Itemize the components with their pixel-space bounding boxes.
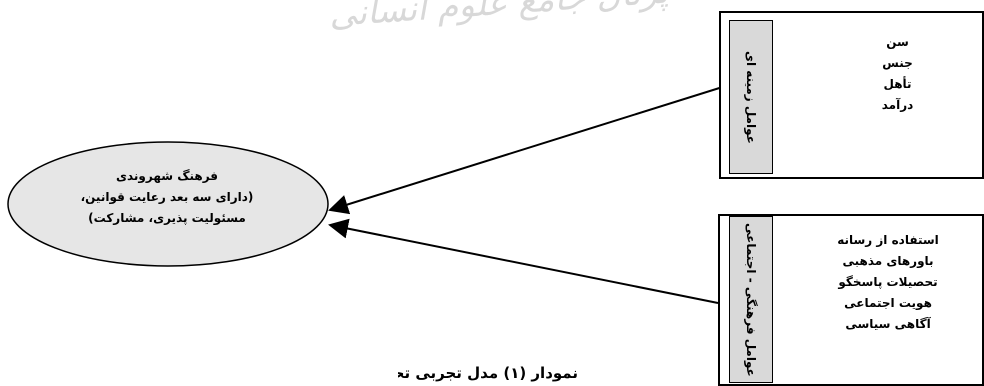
outcome-line-1: فرهنگ شهروندی [115, 169, 219, 183]
outcome-text: فرهنگ شهروندی (دارای سه بعد رعایت قوانین… [12, 166, 322, 229]
list-item: هویت اجتماعی [844, 296, 932, 310]
list-item: تحصیلات پاسخگو [838, 275, 938, 289]
list-item: تأهل [883, 77, 912, 91]
contextual-factors-label-text: عوامل زمینه ای [744, 50, 758, 144]
outcome-line-3: مسئولیت پذیری، مشارکت) [88, 211, 246, 225]
outcome-line-2: (دارای سه بعد رعایت قوانین، [80, 190, 254, 204]
arrow-sociocultural [328, 218, 719, 304]
list-item: سن [886, 35, 909, 49]
arrow-contextual [328, 84, 730, 215]
sociocultural-factors-items: استفاده از رسانه باورهای مذهبی تحصیلات پ… [808, 230, 968, 335]
list-item: جنس [882, 56, 913, 70]
list-item: باورهای مذهبی [842, 254, 934, 268]
sociocultural-factors-label: عوامل فرهنگی - اجتماعی [729, 216, 773, 383]
contextual-factors-items: سن جنس تأهل درآمد [850, 32, 945, 116]
sociocultural-factors-label-text: عوامل فرهنگی - اجتماعی [744, 222, 758, 377]
list-item: استفاده از رسانه [837, 233, 939, 247]
list-item: درآمد [881, 98, 914, 112]
figure-caption: نمودار (۱) مدل تجربی تحقیق [398, 364, 578, 382]
outcome-ellipse [7, 141, 329, 267]
contextual-factors-label: عوامل زمینه ای [729, 20, 773, 174]
list-item: آگاهی سیاسی [845, 317, 931, 331]
